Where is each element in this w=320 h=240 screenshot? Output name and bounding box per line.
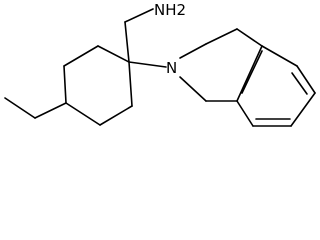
- bond: [65, 102, 101, 126]
- bond: [236, 28, 263, 47]
- bond: [236, 45, 263, 102]
- bond: [63, 45, 99, 67]
- bond: [128, 61, 133, 107]
- bond: [34, 102, 67, 119]
- bond: [97, 45, 130, 63]
- nh2-label: NH2: [154, 1, 186, 19]
- bond: [261, 45, 298, 67]
- benzene-ring: [236, 45, 316, 127]
- bond: [124, 21, 130, 63]
- bond: [236, 100, 254, 127]
- bond: [179, 76, 207, 102]
- bond: [205, 28, 238, 45]
- bond: [290, 92, 316, 127]
- nitrogen-label: N: [166, 59, 177, 77]
- bond: [4, 97, 36, 119]
- bond: [179, 43, 207, 59]
- bond: [128, 61, 167, 68]
- bond: [291, 72, 308, 95]
- bond: [296, 65, 316, 94]
- chemical-structure: NH2 N: [4, 1, 316, 127]
- bond: [124, 8, 154, 23]
- ethyl-group: [4, 97, 67, 119]
- bond: [99, 105, 133, 126]
- bond: [241, 50, 263, 94]
- saturated-ring: [179, 28, 263, 102]
- cyclohexane-ring: [63, 45, 133, 126]
- bond: [63, 65, 67, 104]
- aminomethyl-group: [124, 8, 154, 63]
